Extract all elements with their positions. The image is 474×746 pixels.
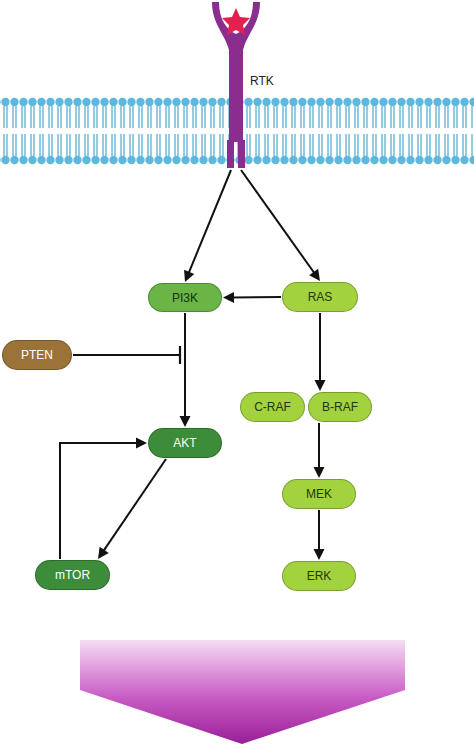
node-label: PI3K — [172, 291, 198, 305]
arrow-connector — [98, 459, 166, 559]
arrowhead — [314, 467, 325, 478]
phosphatase-box: PTEN — [2, 340, 72, 370]
arrowhead — [180, 416, 191, 427]
arrow-connector — [60, 438, 147, 560]
connector-line — [318, 510, 320, 552]
kinase-box: ERK — [282, 561, 356, 591]
arrowhead — [184, 270, 194, 282]
node-label: RTK — [250, 74, 274, 88]
connector-line — [184, 313, 186, 419]
arrow-connector — [314, 510, 325, 560]
connector-line — [241, 170, 315, 274]
arrowhead — [315, 380, 326, 391]
arrow-connector — [223, 292, 281, 303]
node-label: B-RAF — [322, 400, 358, 414]
arrowhead — [136, 438, 147, 449]
receptor-label: RTK — [205, 0, 280, 168]
node-label: PTEN — [21, 348, 53, 362]
arrow-connector — [241, 170, 320, 281]
connector-line — [231, 296, 281, 298]
receptor — [212, 2, 260, 142]
node-label: AKT — [173, 436, 196, 450]
connector-line — [188, 170, 231, 275]
outcome-arrow — [80, 640, 405, 744]
kinase-box: C-RAF — [240, 392, 305, 422]
connector-line — [73, 354, 180, 356]
arrow-connector — [314, 423, 325, 478]
kinase-box: B-RAF — [308, 392, 372, 422]
kinase-box: MEK — [282, 479, 356, 509]
receptor-prong — [227, 140, 234, 168]
kinase-box: AKT — [148, 428, 222, 458]
ligand — [222, 8, 250, 35]
node-label: ERK — [307, 569, 332, 583]
node-label: RAS — [308, 290, 333, 304]
arrowhead — [314, 549, 325, 560]
gtpase-box: RAS — [282, 282, 358, 312]
arrow-connector — [315, 313, 326, 391]
inhibition-connector — [73, 346, 180, 364]
connector-line — [319, 313, 321, 383]
arrowhead — [309, 269, 320, 281]
connector-line — [318, 423, 320, 470]
arrow-connector — [184, 170, 231, 282]
receptor-prong — [238, 140, 245, 168]
connector-line — [102, 459, 166, 552]
kinase-box: mTOR — [35, 560, 110, 590]
arrowhead — [223, 292, 234, 303]
connector-line — [60, 443, 139, 559]
arrowhead — [98, 547, 109, 559]
node-label: MEK — [306, 487, 332, 501]
inhibition-bar — [179, 346, 181, 364]
node-label: C-RAF — [254, 400, 291, 414]
kinase-box: PI3K — [148, 283, 222, 312]
arrow-connector — [180, 313, 191, 427]
node-label: mTOR — [55, 568, 90, 582]
